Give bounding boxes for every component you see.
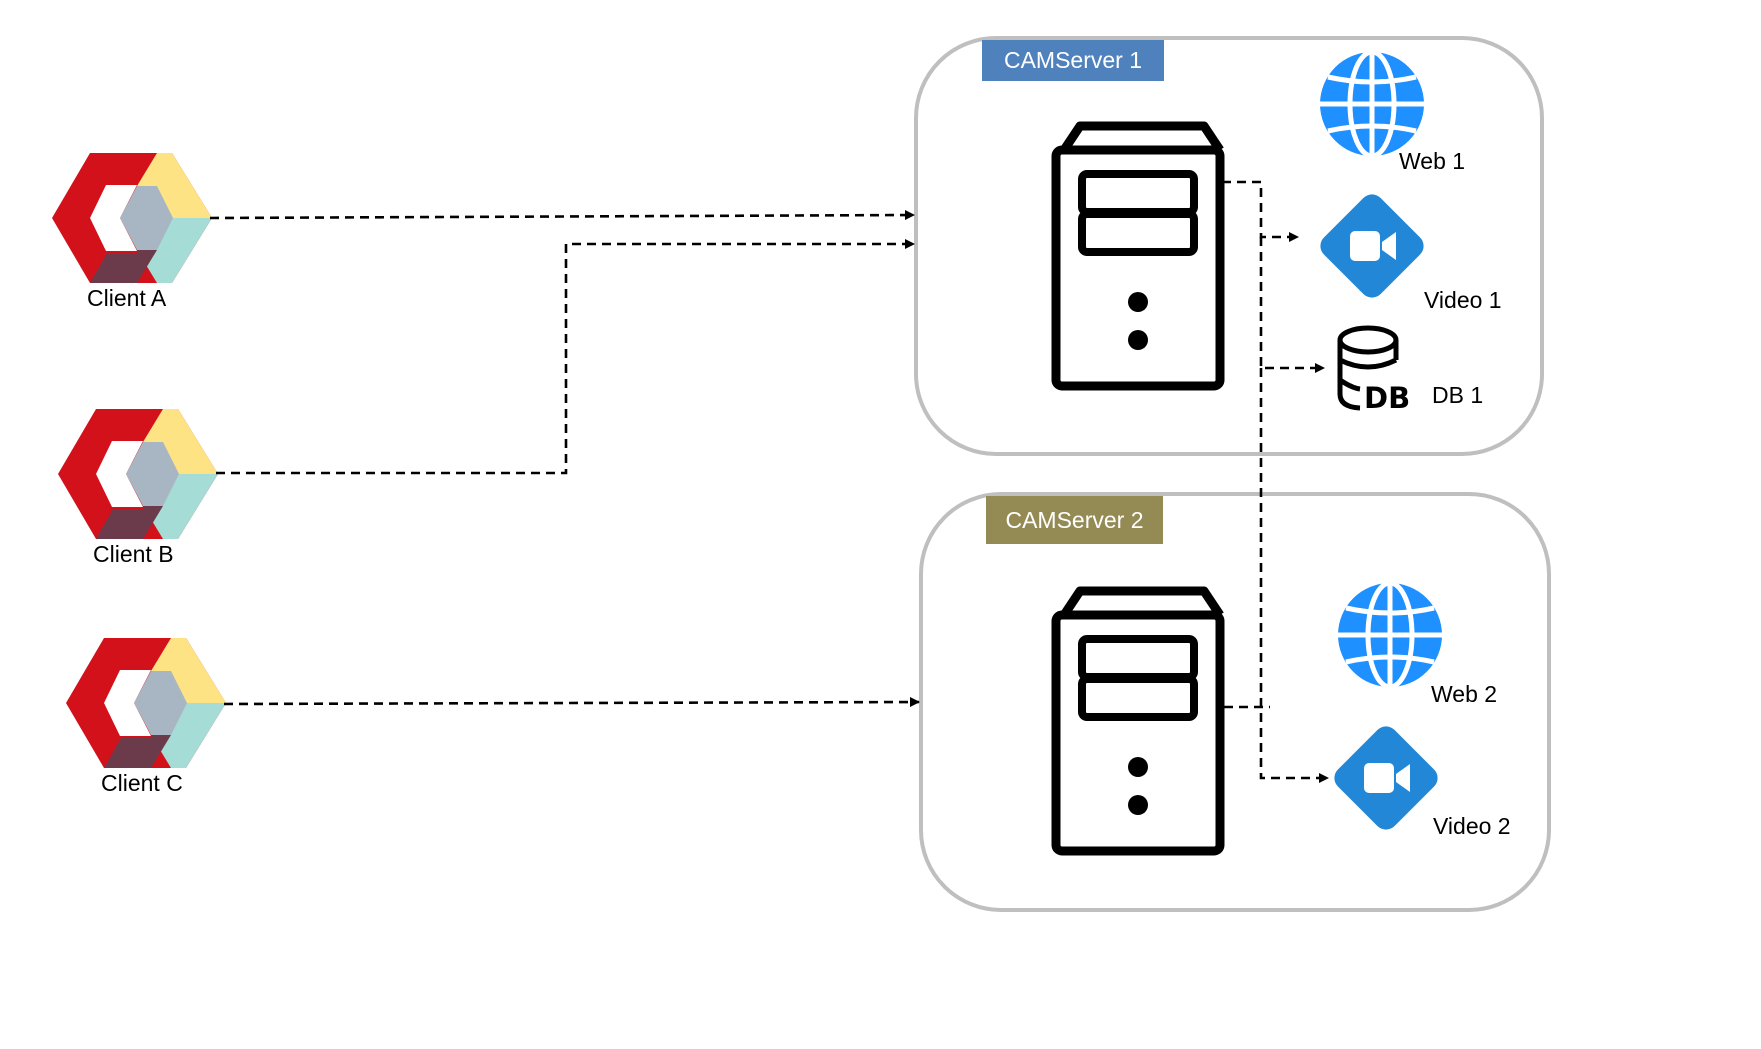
- connector-server1-to-db-1: [1259, 237, 1325, 373]
- web-1-globe-icon: [1320, 52, 1424, 156]
- video-2-label: Video 2: [1433, 813, 1511, 839]
- camserver-1-title: CAMServer 1: [1003, 47, 1143, 73]
- client-a-label: Client A: [87, 285, 167, 311]
- web-2-label: Web 2: [1431, 681, 1498, 707]
- connectors: [209, 180, 1329, 783]
- video-1-label: Video 1: [1424, 287, 1502, 313]
- connector-client-b-to-camserver-1: [216, 239, 915, 475]
- connector-client-c-to-camserver-2: [223, 697, 920, 708]
- connector-server1-to-video-2: [1259, 368, 1329, 783]
- client-b-label: Client B: [93, 541, 174, 567]
- client-c-label: Client C: [101, 770, 183, 796]
- client-a-logo: [52, 153, 212, 283]
- connector-client-a-to-camserver-1: [209, 210, 915, 221]
- camserver-2-title: CAMServer 2: [1005, 506, 1144, 533]
- client-c-logo: [66, 638, 226, 768]
- web-1-label: Web 1: [1399, 148, 1466, 174]
- client-b-logo: [58, 409, 218, 539]
- web-2-globe-icon: [1338, 583, 1442, 687]
- db-1-icon: DB: [1337, 325, 1410, 415]
- db-icon-text: DB: [1364, 381, 1410, 415]
- connector-server1-to-video-1: [1222, 180, 1299, 242]
- camserver-1-server-icon: [1056, 126, 1220, 386]
- camserver-2-badge: [986, 496, 1163, 544]
- db-1-label: DB 1: [1432, 382, 1484, 408]
- camserver-1-badge: [982, 40, 1164, 81]
- camserver-2-server-icon: [1056, 591, 1220, 851]
